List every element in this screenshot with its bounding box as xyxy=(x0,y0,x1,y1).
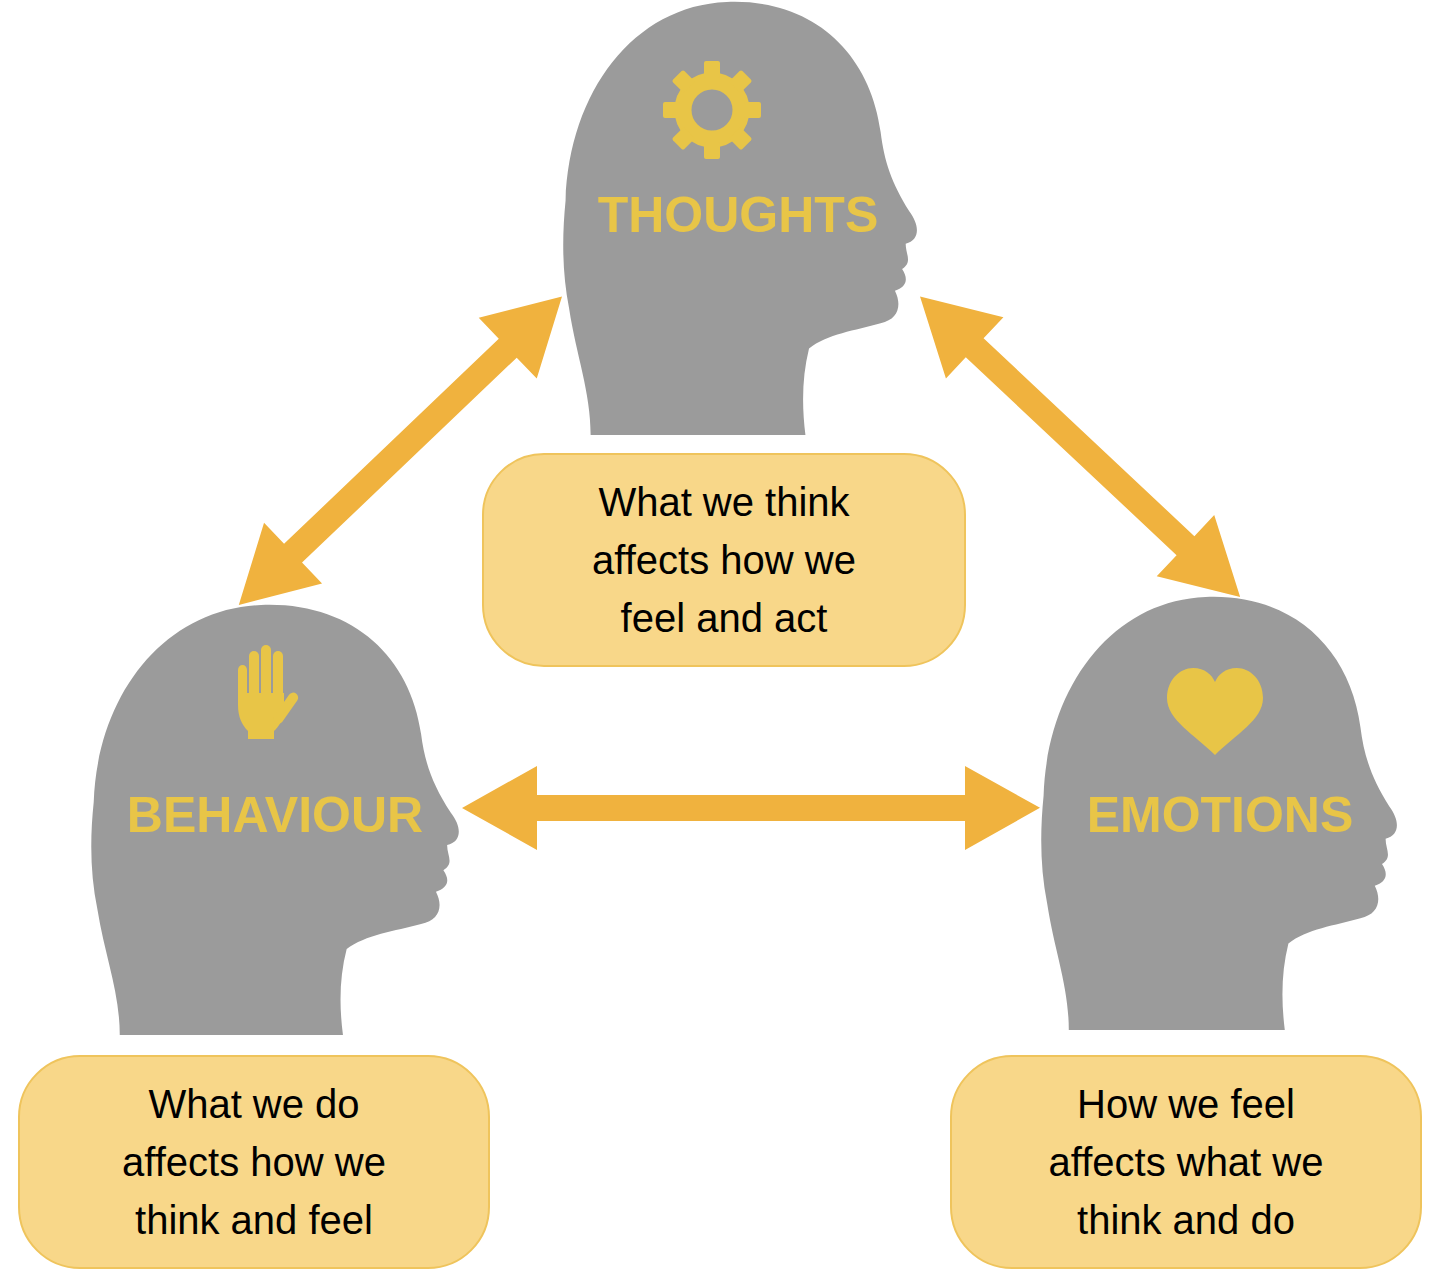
gear-tooth xyxy=(704,142,720,159)
gear-tooth xyxy=(704,61,720,78)
gear-tooth xyxy=(729,127,752,150)
head-node: BEHAVIOUR xyxy=(90,605,462,1035)
heart-symbol xyxy=(1167,668,1263,755)
head-shape xyxy=(1041,597,1397,1030)
gear-tooth xyxy=(729,70,752,93)
caption-text: What we think affects how we feel and ac… xyxy=(574,473,874,647)
gear-tooth xyxy=(744,102,761,118)
hand-thumb xyxy=(271,691,300,726)
gear-tooth xyxy=(672,127,695,150)
head-shape xyxy=(563,2,917,435)
gear-symbol xyxy=(663,61,761,159)
hand-symbol xyxy=(238,645,300,739)
caption-pill: How we feel affects what we think and do xyxy=(950,1055,1422,1269)
caption-text: How we feel affects what we think and do xyxy=(1036,1075,1336,1249)
head-label: EMOTIONS xyxy=(1087,788,1354,843)
head-shape xyxy=(91,605,459,1035)
caption-pill: What we think affects how we feel and ac… xyxy=(482,453,966,667)
caption-text: What we do affects how we think and feel xyxy=(104,1075,404,1249)
double-arrow xyxy=(920,296,1240,597)
head-node: THOUGHTS xyxy=(562,2,920,435)
double-arrow xyxy=(462,766,1040,850)
heart-symbol xyxy=(1167,668,1263,755)
head-label: THOUGHTS xyxy=(598,188,879,243)
gear-tooth xyxy=(663,102,680,118)
gear-ring xyxy=(683,81,741,139)
gear-tooth xyxy=(672,70,695,93)
head-node: EMOTIONS xyxy=(1040,597,1400,1030)
caption-pill: What we do affects how we think and feel xyxy=(18,1055,490,1269)
head-label: BEHAVIOUR xyxy=(127,788,423,843)
hand-finger xyxy=(261,645,271,701)
